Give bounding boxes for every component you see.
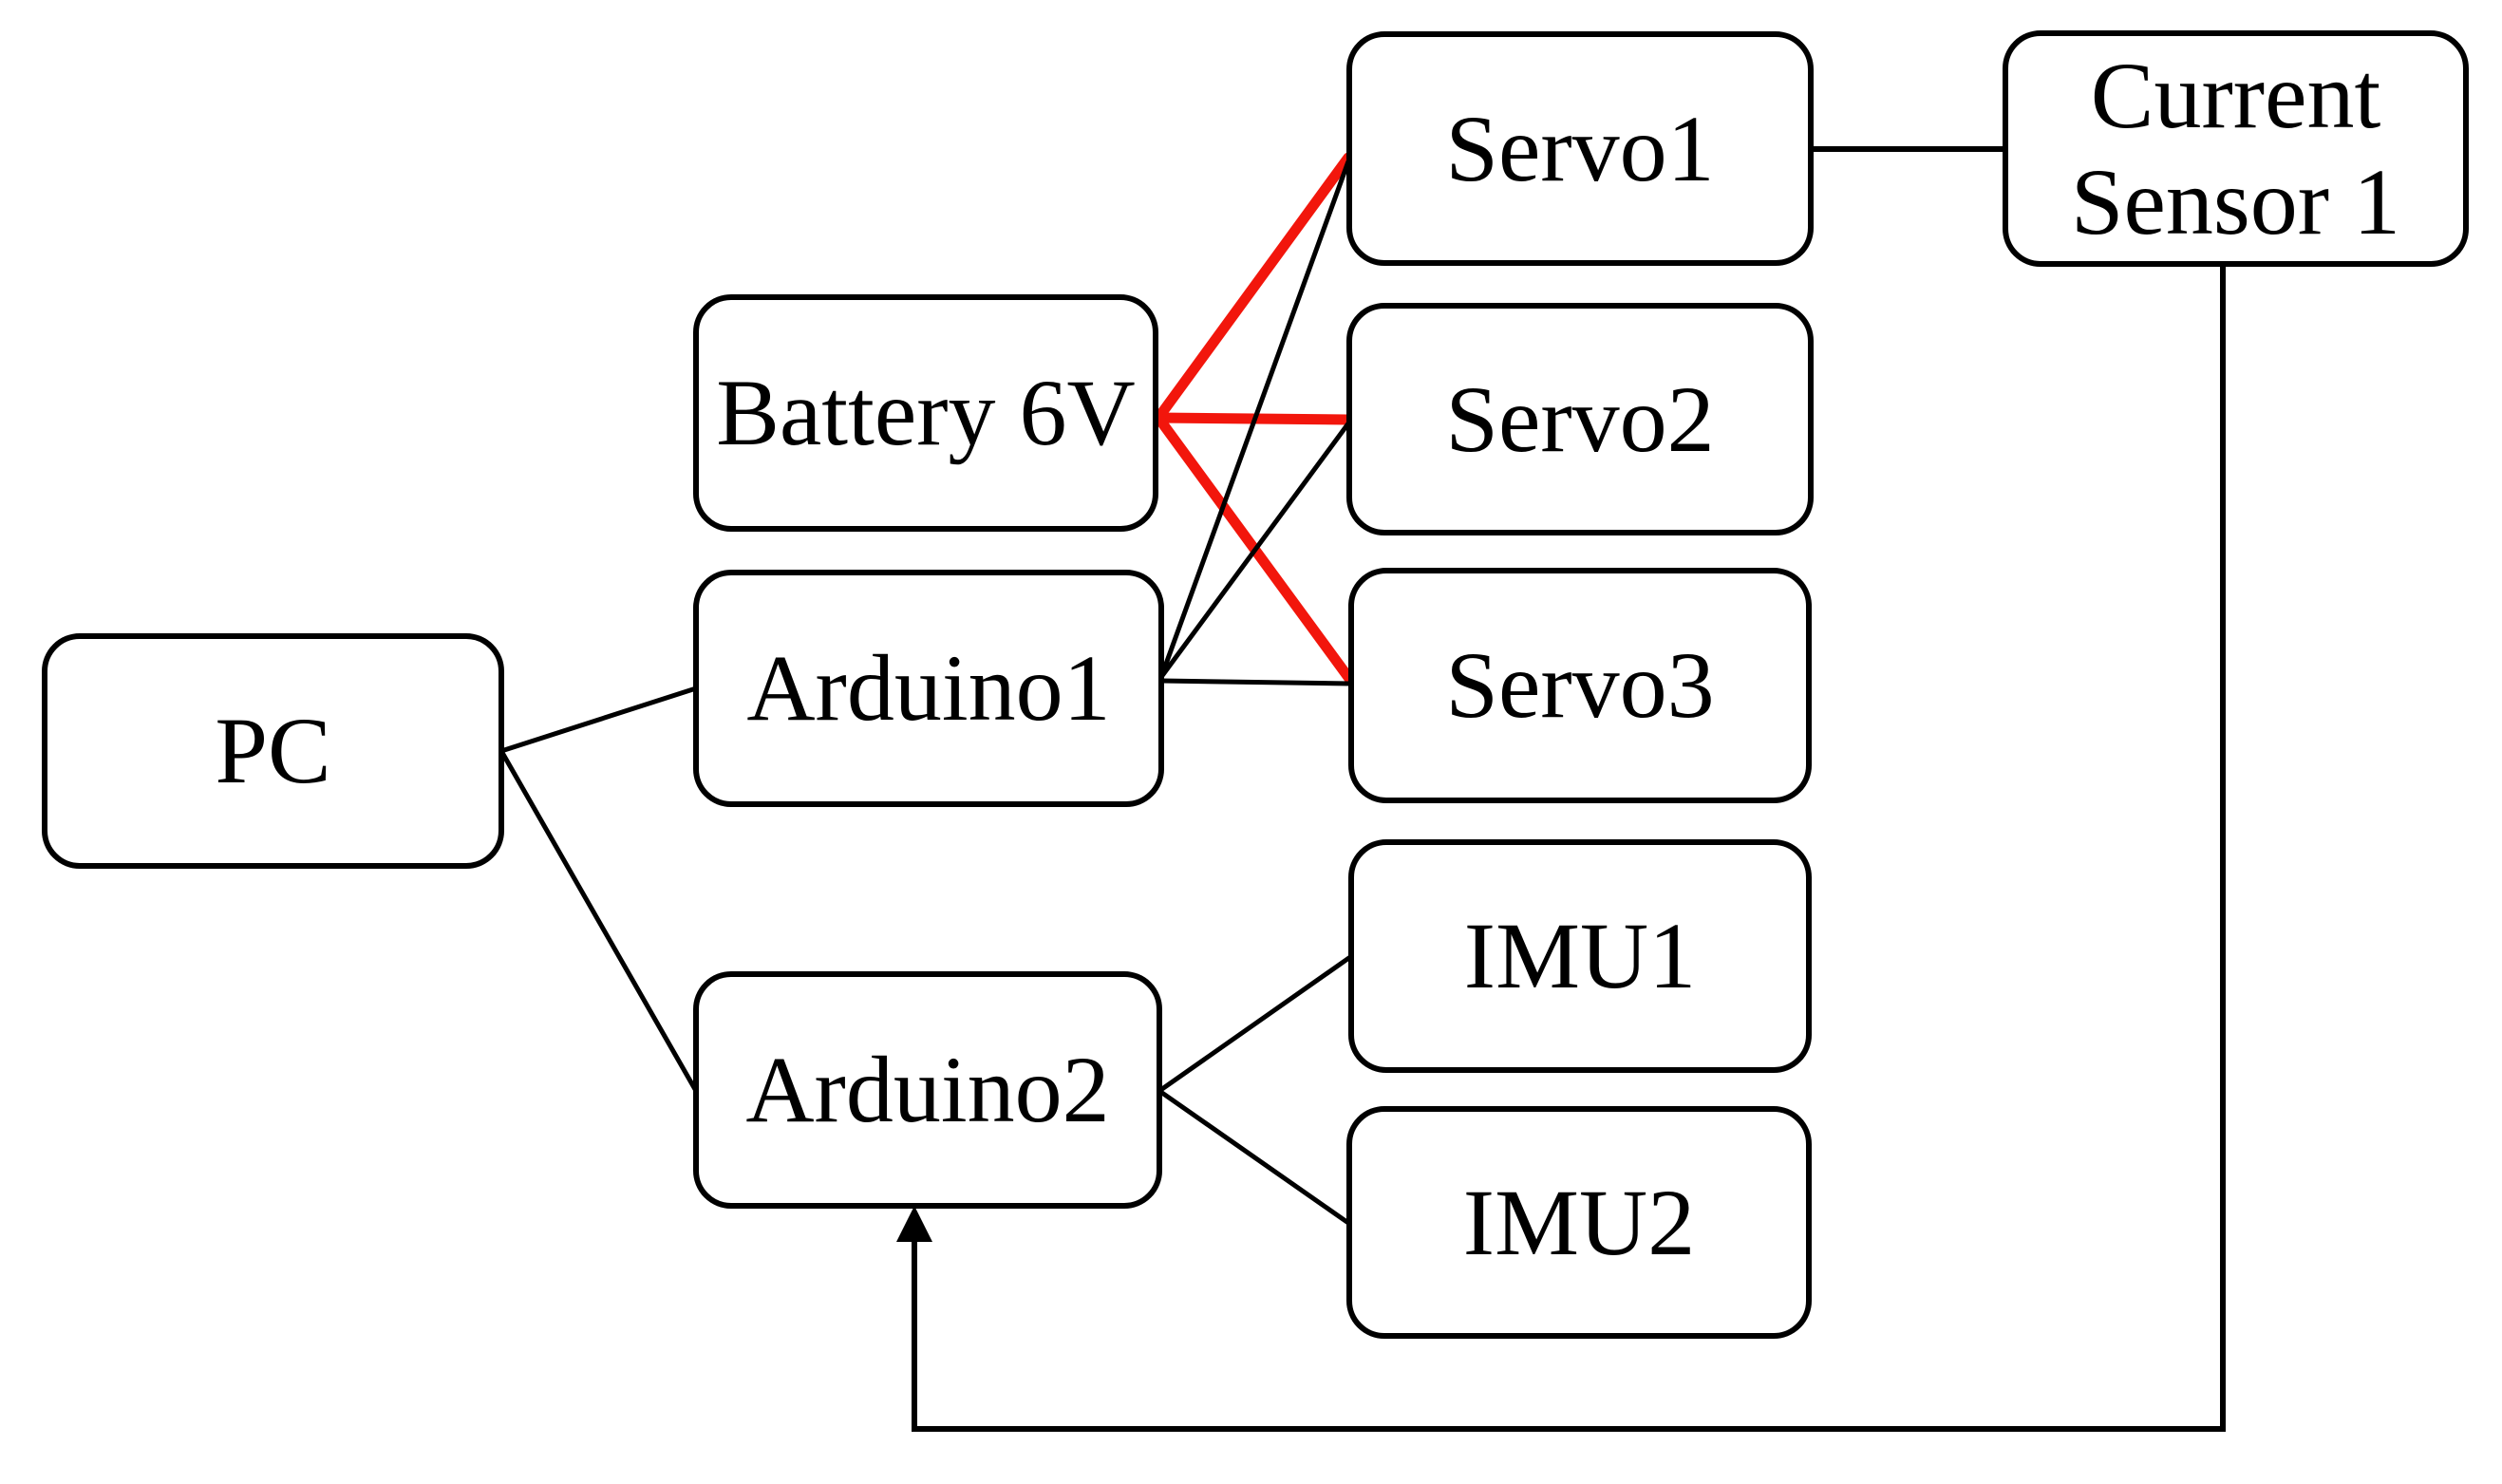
node-servo1: Servo1 bbox=[1346, 31, 1814, 266]
node-arduino1-label: Arduino1 bbox=[746, 635, 1111, 741]
wire-current-sensor-arduino2 bbox=[912, 264, 2226, 1432]
node-pc-label: PC bbox=[215, 698, 331, 803]
arrowhead-into-arduino2 bbox=[896, 1206, 932, 1242]
node-arduino2: Arduino2 bbox=[693, 971, 1162, 1209]
node-arduino1: Arduino1 bbox=[693, 570, 1164, 807]
node-imu2-label: IMU2 bbox=[1462, 1169, 1696, 1275]
wire-arduino1-servo3 bbox=[1160, 678, 1351, 686]
node-battery-6v-label: Battery 6V bbox=[716, 360, 1136, 465]
node-servo2: Servo2 bbox=[1346, 303, 1814, 535]
node-imu1-label: IMU1 bbox=[1463, 903, 1697, 1008]
node-battery-6v: Battery 6V bbox=[693, 294, 1158, 532]
node-current-sensor-1: Current Sensor 1 bbox=[2003, 30, 2469, 267]
node-servo2-label: Servo2 bbox=[1445, 366, 1715, 472]
node-imu2: IMU2 bbox=[1346, 1106, 1812, 1339]
wire-arduino1-servo1 bbox=[1158, 160, 1351, 678]
wire-arduino2-imu2 bbox=[1157, 1088, 1350, 1226]
wire-battery-servo1 bbox=[1153, 152, 1354, 423]
node-servo3-label: Servo3 bbox=[1445, 632, 1715, 738]
wire-arduino2-imu1 bbox=[1157, 954, 1352, 1094]
node-arduino2-label: Arduino2 bbox=[745, 1037, 1110, 1142]
wire-arduino1-servo2 bbox=[1158, 422, 1351, 679]
node-current-sensor-1-label: Current Sensor 1 bbox=[2070, 42, 2401, 254]
node-imu1: IMU1 bbox=[1348, 839, 1812, 1073]
wire-pc-arduino1 bbox=[500, 686, 697, 754]
node-servo1-label: Servo1 bbox=[1445, 95, 1715, 201]
node-pc: PC bbox=[42, 633, 504, 869]
wire-pc-arduino2 bbox=[499, 749, 699, 1093]
node-servo3: Servo3 bbox=[1348, 568, 1812, 803]
